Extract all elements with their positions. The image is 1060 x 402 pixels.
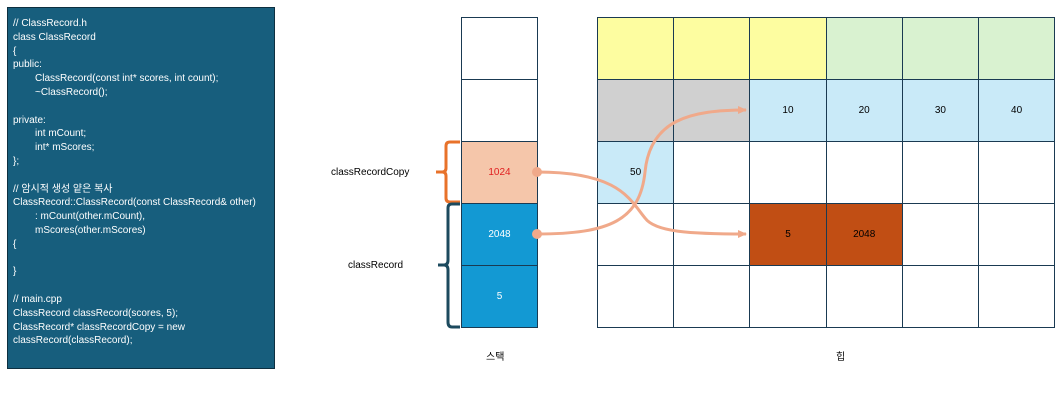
code-line: ClassRecord::ClassRecord(const ClassReco…	[13, 197, 256, 209]
code-line: mScores(other.mScores)	[35, 224, 146, 236]
heap-cell	[901, 17, 979, 80]
label-class-record: classRecord	[348, 260, 404, 271]
code-line: // ClassRecord.h	[13, 18, 87, 29]
heap-cell	[825, 265, 903, 328]
brace-class-record	[438, 202, 460, 329]
stack-cell: 5	[461, 265, 538, 328]
code-line: {	[13, 45, 17, 57]
code-line: };	[13, 155, 20, 167]
code-panel: // ClassRecord.h class ClassRecord { public…	[7, 7, 275, 369]
heap-cell	[749, 141, 827, 204]
heap-cell	[749, 265, 827, 328]
heap-cell	[597, 203, 675, 266]
stack-title: 스택	[486, 352, 505, 363]
heap-title: 힙	[836, 352, 846, 363]
code-line: int* mScores;	[35, 142, 95, 154]
code-line: ClassRecord(const int* scores, int count…	[35, 73, 219, 85]
heap-cell	[978, 17, 1056, 80]
brace-class-record-copy	[436, 140, 460, 204]
arrow-record-to-heap	[536, 106, 747, 236]
code-line: ClassRecord* classRecordCopy = new class…	[13, 321, 188, 347]
code-line: // 암시적 생성 얕은 복사	[13, 183, 113, 195]
heap-cell	[901, 141, 979, 204]
code-line: ~ClassRecord();	[35, 86, 108, 98]
heap-cell	[673, 265, 751, 328]
code-line: int mCount;	[35, 128, 87, 140]
heap-cell	[825, 141, 903, 204]
heap-cell	[978, 265, 1056, 328]
code-line: public:	[13, 59, 42, 71]
code-line: private:	[13, 114, 46, 126]
code-line: }	[13, 266, 17, 278]
heap-cell	[673, 17, 751, 80]
code-line: class ClassRecord	[13, 31, 96, 43]
heap-cell	[978, 141, 1056, 204]
code-line: ClassRecord classRecord(scores, 5);	[13, 307, 179, 319]
arrow-origin-record	[532, 229, 542, 239]
arrow-copy-to-heap	[536, 170, 747, 238]
heap-cell	[978, 203, 1056, 266]
code-line: : mCount(other.mCount),	[35, 211, 146, 223]
code-line: // main.cpp	[13, 293, 62, 305]
label-class-record-copy: classRecordCopy	[331, 167, 410, 178]
heap-cell: 5	[749, 203, 827, 266]
arrow-origin-copy	[532, 167, 542, 177]
heap-cell	[597, 265, 675, 328]
code-line: {	[13, 238, 17, 250]
